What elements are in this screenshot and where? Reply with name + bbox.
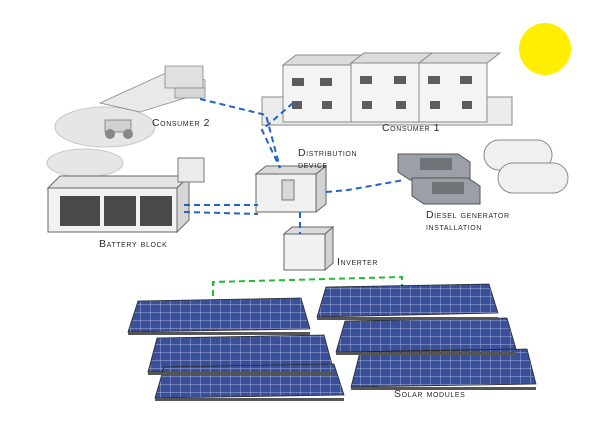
quarry-excavator-icon xyxy=(46,65,206,178)
battery-block-label: Battery block xyxy=(99,238,168,250)
diesel-label-line2: installation xyxy=(426,221,482,233)
distribution-device-label: Distribution device xyxy=(298,147,357,171)
solar-modules-label: Solar modules xyxy=(394,388,466,400)
fuel-tank-icon xyxy=(483,139,569,194)
consumer-2-label: Consumer 2 xyxy=(152,117,211,129)
factory-building-icon xyxy=(261,52,513,126)
diesel-generator-label: Diesel generator installation xyxy=(426,209,510,233)
sun-icon xyxy=(519,23,571,75)
diesel-label-line1: Diesel generator xyxy=(426,209,510,221)
consumer-1-label: Consumer 1 xyxy=(382,122,441,134)
distribution-cabinet-icon xyxy=(254,164,328,214)
distribution-label-line2: device xyxy=(298,159,328,171)
solar-panel-icon xyxy=(127,283,537,401)
dc-cable-lines xyxy=(183,98,405,234)
inverter-cabinet-icon xyxy=(282,225,335,272)
distribution-label-line1: Distribution xyxy=(298,147,358,159)
diesel-generator-icon xyxy=(397,153,481,205)
battery-container-icon xyxy=(46,157,205,234)
inverter-label: Inverter xyxy=(337,256,379,268)
